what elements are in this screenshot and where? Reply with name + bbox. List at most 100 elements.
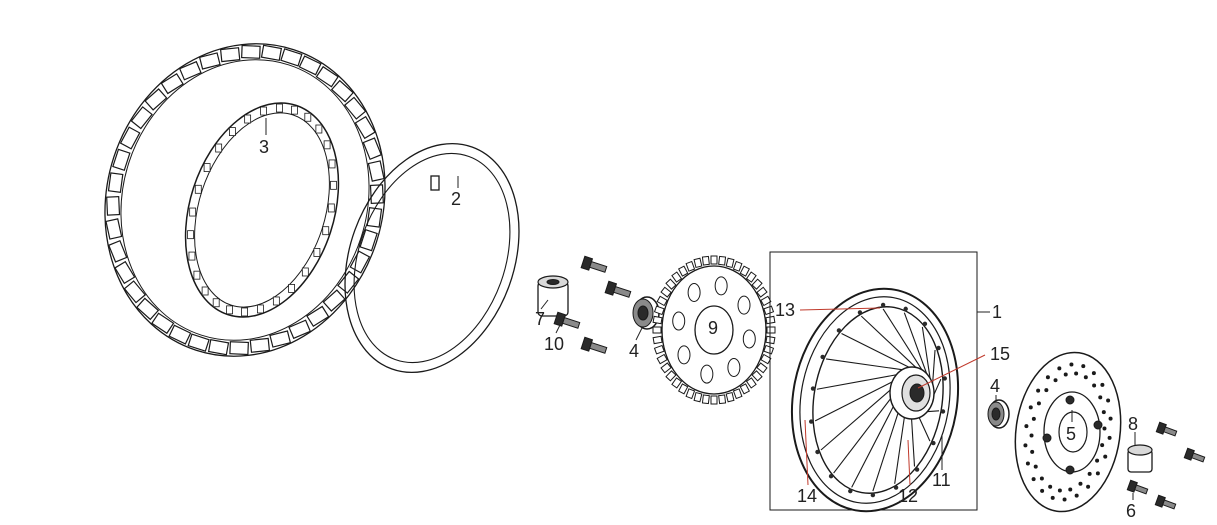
- spoke-nipple: [914, 467, 920, 472]
- inner-lug: [323, 140, 331, 150]
- spoke: [860, 315, 920, 372]
- bearing-right: [987, 399, 1010, 429]
- spoke-nipple: [870, 492, 876, 498]
- tread-block: [112, 148, 131, 171]
- sprocket-tooth: [725, 257, 735, 269]
- tire-inner-lugs: [187, 103, 337, 317]
- spoke: [917, 415, 931, 442]
- disc-hole: [1108, 416, 1113, 421]
- spoke-nipple: [931, 440, 936, 446]
- label-part-3: 3: [259, 137, 269, 157]
- tread-block: [249, 337, 271, 353]
- disc-hole: [1062, 497, 1067, 502]
- disc-hole: [1023, 443, 1028, 448]
- sprocket-tooth: [653, 344, 665, 355]
- tread-block: [366, 206, 383, 228]
- disc-hole: [1039, 476, 1044, 481]
- inner-lug: [241, 307, 248, 317]
- sprocket-tooth: [763, 305, 775, 316]
- disc-hole: [1040, 488, 1045, 493]
- tread-block: [119, 126, 141, 150]
- disc-hole: [1045, 375, 1050, 380]
- sprocket-cutout: [687, 282, 701, 302]
- tread-block: [187, 333, 210, 352]
- disc-hole: [1036, 388, 1041, 393]
- spoke: [841, 333, 913, 370]
- spoke-nipple: [880, 302, 886, 308]
- inner-lug: [304, 112, 312, 122]
- label-part-4-left: 4: [629, 341, 639, 361]
- inner-lug: [276, 103, 283, 113]
- disc-hole: [1103, 454, 1108, 459]
- disc-hole: [1074, 493, 1079, 498]
- tread-block: [354, 115, 376, 140]
- sprocket-tooth: [718, 255, 727, 266]
- spoke-nipple: [922, 321, 928, 327]
- disc-hole: [1095, 471, 1100, 476]
- spoke: [833, 396, 893, 474]
- spacer-left: [537, 275, 569, 317]
- tread-block: [343, 96, 367, 120]
- tread-block: [280, 48, 303, 67]
- sprocket-teeth: [652, 255, 776, 405]
- rear-sprocket: [652, 255, 776, 405]
- sprocket-tooth: [763, 344, 775, 355]
- disc-hole: [1044, 388, 1049, 393]
- tread-block: [367, 160, 385, 182]
- sprocket-tooth: [652, 326, 662, 334]
- tread-block: [114, 260, 136, 285]
- rim-wheel: [790, 287, 960, 513]
- disc-hole: [1102, 426, 1107, 431]
- tread-block: [178, 60, 202, 81]
- disc-hole: [1063, 372, 1068, 377]
- sprocket-tooth: [739, 265, 751, 277]
- spoke: [820, 387, 893, 451]
- spoke-nipple: [815, 449, 820, 455]
- label-part-4-right: 4: [990, 376, 1000, 396]
- sprocket-tooth: [725, 391, 735, 403]
- inner-lug: [201, 286, 209, 296]
- sprocket-tooth: [685, 388, 696, 400]
- tread-block: [198, 52, 221, 70]
- inner-lug: [288, 284, 295, 293]
- inner-lug: [315, 124, 323, 134]
- sprocket-tooth: [701, 394, 710, 405]
- spacer-right: [1127, 444, 1153, 473]
- disc-hole: [1069, 362, 1074, 367]
- bearing-left: [632, 296, 660, 330]
- label-part-6: 6: [1126, 501, 1136, 521]
- sprocket-cutout: [742, 329, 756, 349]
- inner-tube: [344, 142, 520, 374]
- sprocket-tooth: [710, 255, 718, 265]
- tread-block: [298, 55, 322, 76]
- brake-disc: [1014, 351, 1122, 513]
- inner-lug: [187, 230, 194, 240]
- tread-block: [269, 330, 292, 348]
- spoke-nipple: [942, 376, 947, 381]
- disc-hole: [1074, 371, 1079, 376]
- inner-lug: [291, 105, 298, 115]
- leader-lines: [265, 118, 1136, 500]
- sprocket-tooth: [653, 305, 665, 316]
- tread-block: [151, 312, 175, 335]
- inner-lug: [193, 270, 201, 280]
- sprocket-tooth: [656, 353, 668, 365]
- sprocket-tooth: [710, 395, 718, 405]
- spoke: [851, 404, 895, 488]
- tread-block: [136, 297, 160, 321]
- tread-block: [106, 195, 121, 216]
- sprocket-tooth: [732, 260, 743, 272]
- spoke: [814, 379, 896, 422]
- sprocket-tooth: [756, 286, 768, 298]
- disc-hole: [1048, 484, 1053, 489]
- inner-lug: [322, 226, 330, 236]
- label-part-2: 2: [451, 189, 461, 209]
- sprocket-tooth: [665, 370, 677, 382]
- label-part-12: 12: [898, 486, 918, 506]
- disc-hole: [1083, 375, 1088, 380]
- spoke: [882, 308, 926, 376]
- disc-hole: [1050, 495, 1055, 500]
- disc-hole: [1031, 477, 1036, 482]
- brake-disc-holes: [1023, 362, 1113, 502]
- inner-lug: [272, 296, 280, 306]
